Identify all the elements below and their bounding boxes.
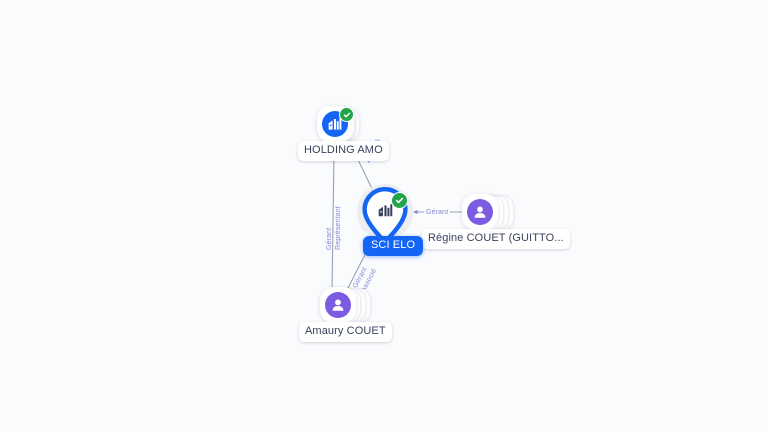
edge-label-gerant: Gérant [424, 209, 451, 217]
person-avatar-icon [325, 292, 351, 318]
verified-check-icon [391, 192, 408, 209]
edge-label-line-2: Représentant [334, 206, 342, 250]
edge-label-gerant-representant: Gérant Représentant [326, 204, 343, 250]
edge-label-line-1: Gérant [326, 227, 333, 250]
node-label-sci-elo[interactable]: SCI ELO [363, 236, 424, 256]
node-label-holding-amo[interactable]: HOLDING AMO [298, 141, 389, 161]
person-avatar-icon [467, 199, 493, 225]
node-label-amaury-couet[interactable]: Amaury COUET [299, 322, 392, 342]
verified-check-icon [339, 107, 354, 122]
node-label-regine-couet[interactable]: Régine COUET (GUITTO... [422, 229, 570, 249]
